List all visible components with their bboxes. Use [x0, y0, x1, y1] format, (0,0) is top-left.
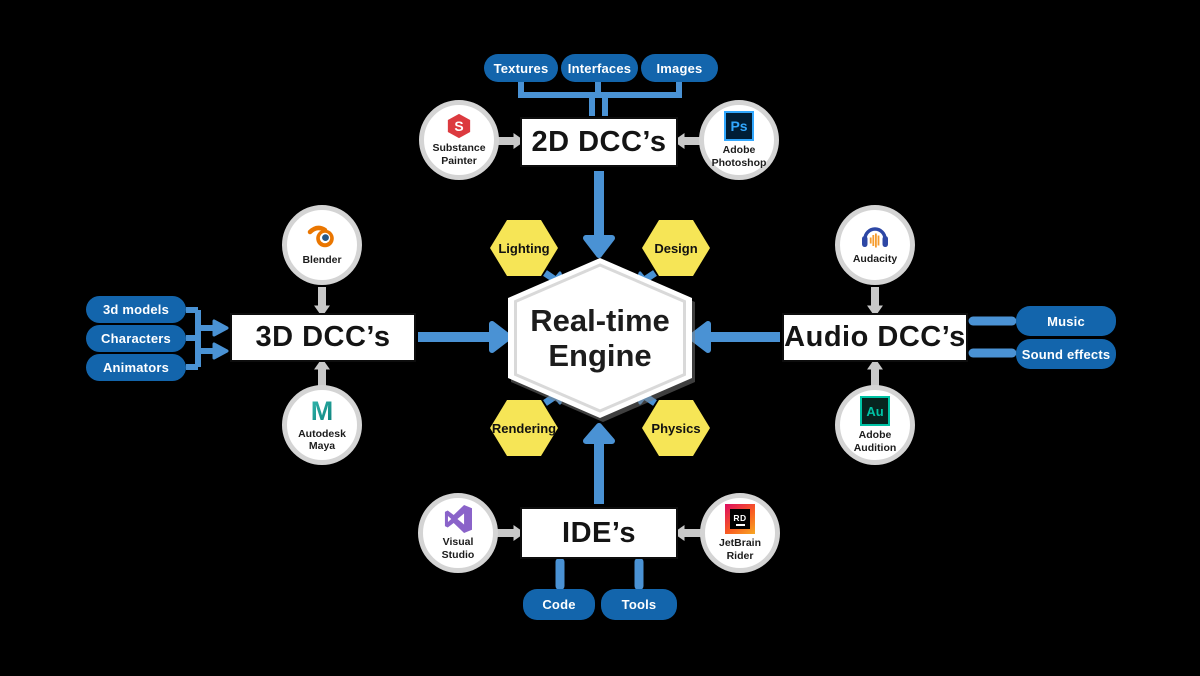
rider-icon: RD [725, 504, 755, 535]
tool-label: Adobe Audition [853, 429, 897, 454]
tool-audacity: Audacity [835, 205, 915, 285]
engine-title: Real-time Engine [500, 254, 700, 422]
audacity-icon [862, 227, 888, 248]
capability-label: Rendering [491, 420, 557, 436]
blender-icon [307, 226, 334, 248]
maya-icon: M [310, 395, 334, 426]
photoshop-icon: Ps [724, 111, 754, 142]
input-pill-tools: Tools [601, 589, 677, 620]
rider-icon-letters: RD [733, 512, 747, 523]
audition-icon: Au [860, 396, 890, 427]
tool-label: Visual Studio [441, 536, 475, 561]
output-pill-music: Music [1016, 306, 1116, 336]
input-pill-animators: Animators [86, 354, 186, 381]
node-2d-dccs: 2D DCC’s [520, 117, 678, 167]
tool-visual-studio: Visual Studio [418, 493, 498, 573]
tool-label: JetBrain Rider [718, 537, 761, 562]
engine-title-line1: Real-time [530, 302, 670, 338]
arrow-3d-to-engine [418, 321, 512, 353]
input-pill-code: Code [523, 589, 595, 620]
links-ide-inputs [555, 557, 644, 591]
arrow-2d-to-engine [583, 171, 615, 258]
arrow-ide-to-engine [583, 423, 615, 504]
visual-studio-icon [444, 505, 472, 534]
engine-title-line2: Engine [548, 338, 652, 373]
arrow-audio-to-engine [688, 321, 780, 353]
node-title: 2D DCC’s [531, 125, 667, 158]
tool-label: Substance Painter [432, 142, 486, 167]
tool-jetbrains-rider: RD JetBrain Rider [700, 493, 780, 573]
capability-label: Physics [651, 420, 701, 436]
engine-hexagon-inner-ring [514, 263, 686, 413]
input-pill-images: Images [641, 54, 718, 82]
node-title: 3D DCC’s [255, 321, 391, 353]
input-pill-characters: Characters [86, 325, 186, 352]
capability-label: Design [654, 240, 698, 256]
input-pill-interfaces: Interfaces [561, 54, 638, 82]
tool-label: Blender [302, 254, 342, 267]
node-audio-dccs: Audio DCC’s [782, 313, 968, 362]
engine-hexagon [508, 258, 695, 422]
tool-adobe-photoshop: Ps Adobe Photoshop [699, 100, 779, 180]
tool-blender: Blender [282, 205, 362, 285]
node-ides: IDE’s [520, 507, 678, 559]
tool-label: Autodesk Maya [298, 427, 346, 452]
node-title: Audio DCC’s [784, 321, 966, 353]
node-3d-dccs: 3D DCC’s [230, 313, 416, 362]
substance-icon-letter: S [454, 119, 463, 135]
node-title: IDE’s [562, 516, 636, 549]
rider-icon-bar [735, 524, 745, 526]
capability-label: Lighting [498, 240, 550, 256]
links-audio-outputs [968, 316, 1017, 358]
output-pill-sound-effects: Sound effects [1016, 339, 1116, 369]
tool-label: Adobe Photoshop [711, 144, 767, 169]
tool-autodesk-maya: M Autodesk Maya [282, 385, 362, 465]
photoshop-icon-letters: Ps [730, 118, 748, 135]
bracket-2d-inputs [518, 82, 682, 116]
bracket-3d-inputs [186, 307, 229, 370]
engine-hexagon-body [508, 258, 692, 418]
tool-label: Audacity [852, 253, 898, 266]
tool-adobe-audition: Au Adobe Audition [835, 385, 915, 465]
tool-link-lines [314, 133, 883, 541]
tool-substance-painter: S Substance Painter [419, 100, 499, 180]
audition-icon-letters: Au [866, 403, 884, 419]
input-pill-3d-models: 3d models [86, 296, 186, 323]
substance-painter-icon: S [447, 114, 471, 139]
rider-icon-inner: RD [730, 509, 750, 530]
input-pill-textures: Textures [484, 54, 558, 82]
